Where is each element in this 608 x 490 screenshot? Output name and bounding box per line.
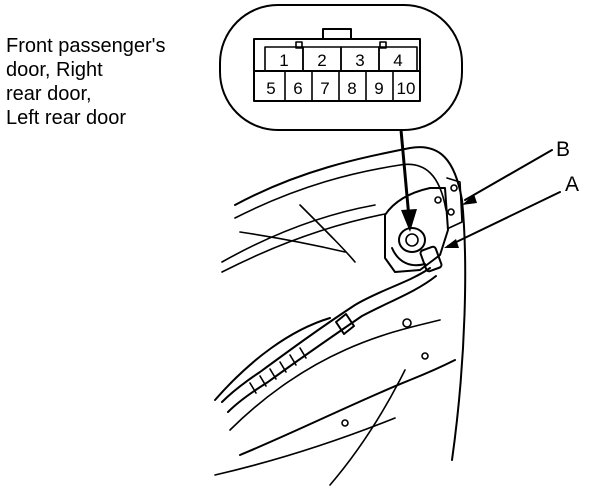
polarity-key-right — [379, 41, 387, 49]
connector-a-plug — [419, 245, 443, 273]
connector-bubble — [219, 4, 463, 131]
callout-b-leader — [464, 149, 553, 201]
pin-label-10: 10 — [397, 79, 416, 98]
door-frame-inner — [234, 163, 447, 219]
door-bracket — [384, 187, 449, 273]
pin-label-1: 1 — [279, 51, 288, 70]
pin-cavity-4 — [378, 46, 418, 72]
caption-line-2: door, Right — [6, 59, 103, 81]
bolt-hole — [434, 196, 442, 204]
connector-pointer-arrow — [399, 129, 417, 232]
pin-label-7: 7 — [320, 79, 329, 98]
location-caption: Front passenger's door, Right rear door,… — [6, 34, 221, 130]
bolt-hole — [447, 208, 455, 216]
pin-label-9: 9 — [374, 79, 383, 98]
pin-label-6: 6 — [293, 79, 302, 98]
hinge-plate — [446, 177, 463, 229]
clip-hole — [421, 352, 429, 360]
callout-a-leader — [447, 191, 561, 247]
harness-tape-wrap — [249, 347, 307, 394]
polarity-key-left — [295, 41, 303, 49]
door-frame-outer — [234, 146, 467, 461]
pin-label-8: 8 — [347, 79, 356, 98]
harness-upper-edge — [221, 267, 431, 403]
connector-view: 1 2 3 4 5 6 7 8 9 10 — [219, 4, 463, 131]
caption-line-1: Front passenger's — [6, 35, 166, 57]
pin-label-2: 2 — [317, 51, 326, 70]
connector-lock-tab — [322, 28, 352, 40]
caption-line-4: Left rear door — [6, 107, 127, 129]
callout-b: B — [462, 138, 570, 205]
bolt-hole — [450, 184, 458, 192]
harness-clip — [335, 313, 355, 335]
callout-a-label: A — [565, 173, 579, 196]
harness-lower-edge — [227, 275, 437, 413]
clip-hole — [341, 419, 349, 427]
callout-b-label: B — [556, 138, 570, 161]
caption-line-3: rear door, — [6, 83, 92, 105]
callout-a: A — [444, 173, 579, 248]
pin-label-4: 4 — [393, 51, 402, 70]
door-body-illustration — [214, 146, 467, 486]
clip-hole — [402, 318, 412, 328]
pin-label-3: 3 — [355, 51, 364, 70]
wire-harness — [221, 267, 437, 413]
pin-label-5: 5 — [266, 79, 275, 98]
door-grommet — [398, 227, 426, 253]
